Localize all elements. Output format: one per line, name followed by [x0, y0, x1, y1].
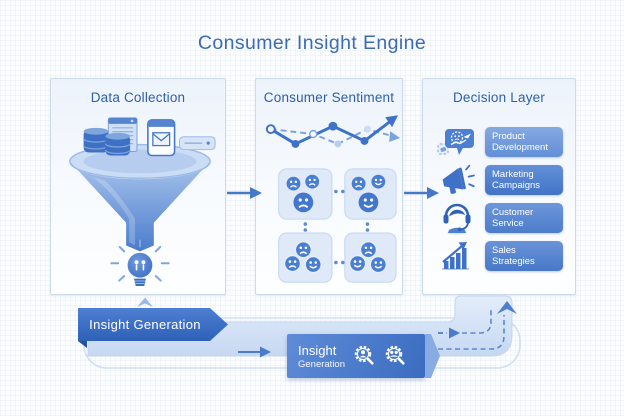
panel-decision-layer: Decision Layer Product Development	[422, 78, 576, 295]
happy-face-icon	[358, 192, 379, 213]
dashed-feedback-arrowhead	[449, 327, 460, 339]
sales-strategies-button: Sales Strategies	[485, 240, 563, 272]
bar-chart-icon	[442, 242, 469, 270]
marketing-campaigns-button: Marketing Campaigns	[485, 164, 563, 196]
customer-service-button: Customer Service	[485, 202, 563, 234]
happy-face-icon	[349, 255, 367, 273]
funnel-icon	[69, 143, 211, 252]
sad-face-icon	[284, 255, 301, 273]
team-magnifier-icon	[385, 345, 405, 365]
dashed-feedback-line	[462, 310, 492, 334]
banner-fold	[78, 341, 87, 348]
banner-chevron	[425, 334, 440, 378]
page-title: Consumer Insight Engine	[197, 32, 427, 54]
panel-data-collection: Data Collection	[50, 78, 226, 295]
database-icon	[83, 127, 131, 156]
insight-generation-label: Insight Generation	[89, 317, 201, 332]
trend-line-icon	[265, 115, 401, 148]
arrow-up-to-decision-layer	[497, 301, 517, 314]
decision-row-marketing-campaigns: Marketing Campaigns	[437, 163, 577, 197]
lightbulb-icon	[110, 239, 170, 286]
sad-face-icon	[359, 241, 377, 259]
mobile-email-icon	[147, 119, 176, 157]
panel-consumer-sentiment: Consumer Sentiment	[255, 78, 403, 295]
happy-face-icon	[369, 256, 387, 274]
decision-row-sales-strategies: Sales Strategies	[437, 239, 577, 273]
insight-generation-bottom-banner: Insight Generation	[287, 334, 425, 378]
support-agent-icon	[443, 203, 471, 235]
sad-face-icon	[351, 176, 366, 191]
funnel-graphic	[69, 117, 216, 286]
generation-label: Generation	[298, 358, 346, 370]
happy-face-icon	[371, 174, 386, 189]
chevron-up-icon	[137, 297, 153, 307]
dashed-feedback-line	[438, 315, 505, 350]
connector-dots	[303, 189, 370, 265]
sad-face-icon	[305, 174, 320, 189]
arrow-to-insight-banner-head	[260, 346, 271, 358]
sad-face-icon	[286, 176, 301, 191]
panel-title-consumer-sentiment: Consumer Sentiment	[263, 90, 395, 105]
sad-face-icon	[293, 192, 314, 213]
person-magnifier-icon	[354, 345, 374, 365]
product-development-button: Product Development	[485, 126, 563, 158]
server-icon	[179, 136, 216, 151]
banner-text: Insight Generation	[298, 343, 345, 370]
megaphone-icon	[442, 164, 475, 194]
sentiment-grid	[278, 168, 397, 283]
chat-analysis-icon	[437, 129, 474, 155]
panel-title-decision-layer: Decision Layer	[452, 90, 546, 105]
sad-face-icon	[294, 241, 312, 259]
insight-generation-arrow-banner: Insight Generation	[78, 308, 228, 341]
happy-face-icon	[304, 256, 322, 274]
panel-title-data-collection: Data Collection	[90, 90, 186, 105]
decision-row-customer-service: Customer Service	[437, 201, 577, 235]
insight-label: Insight	[298, 342, 337, 358]
decision-row-product-development: Product Development	[437, 125, 577, 159]
